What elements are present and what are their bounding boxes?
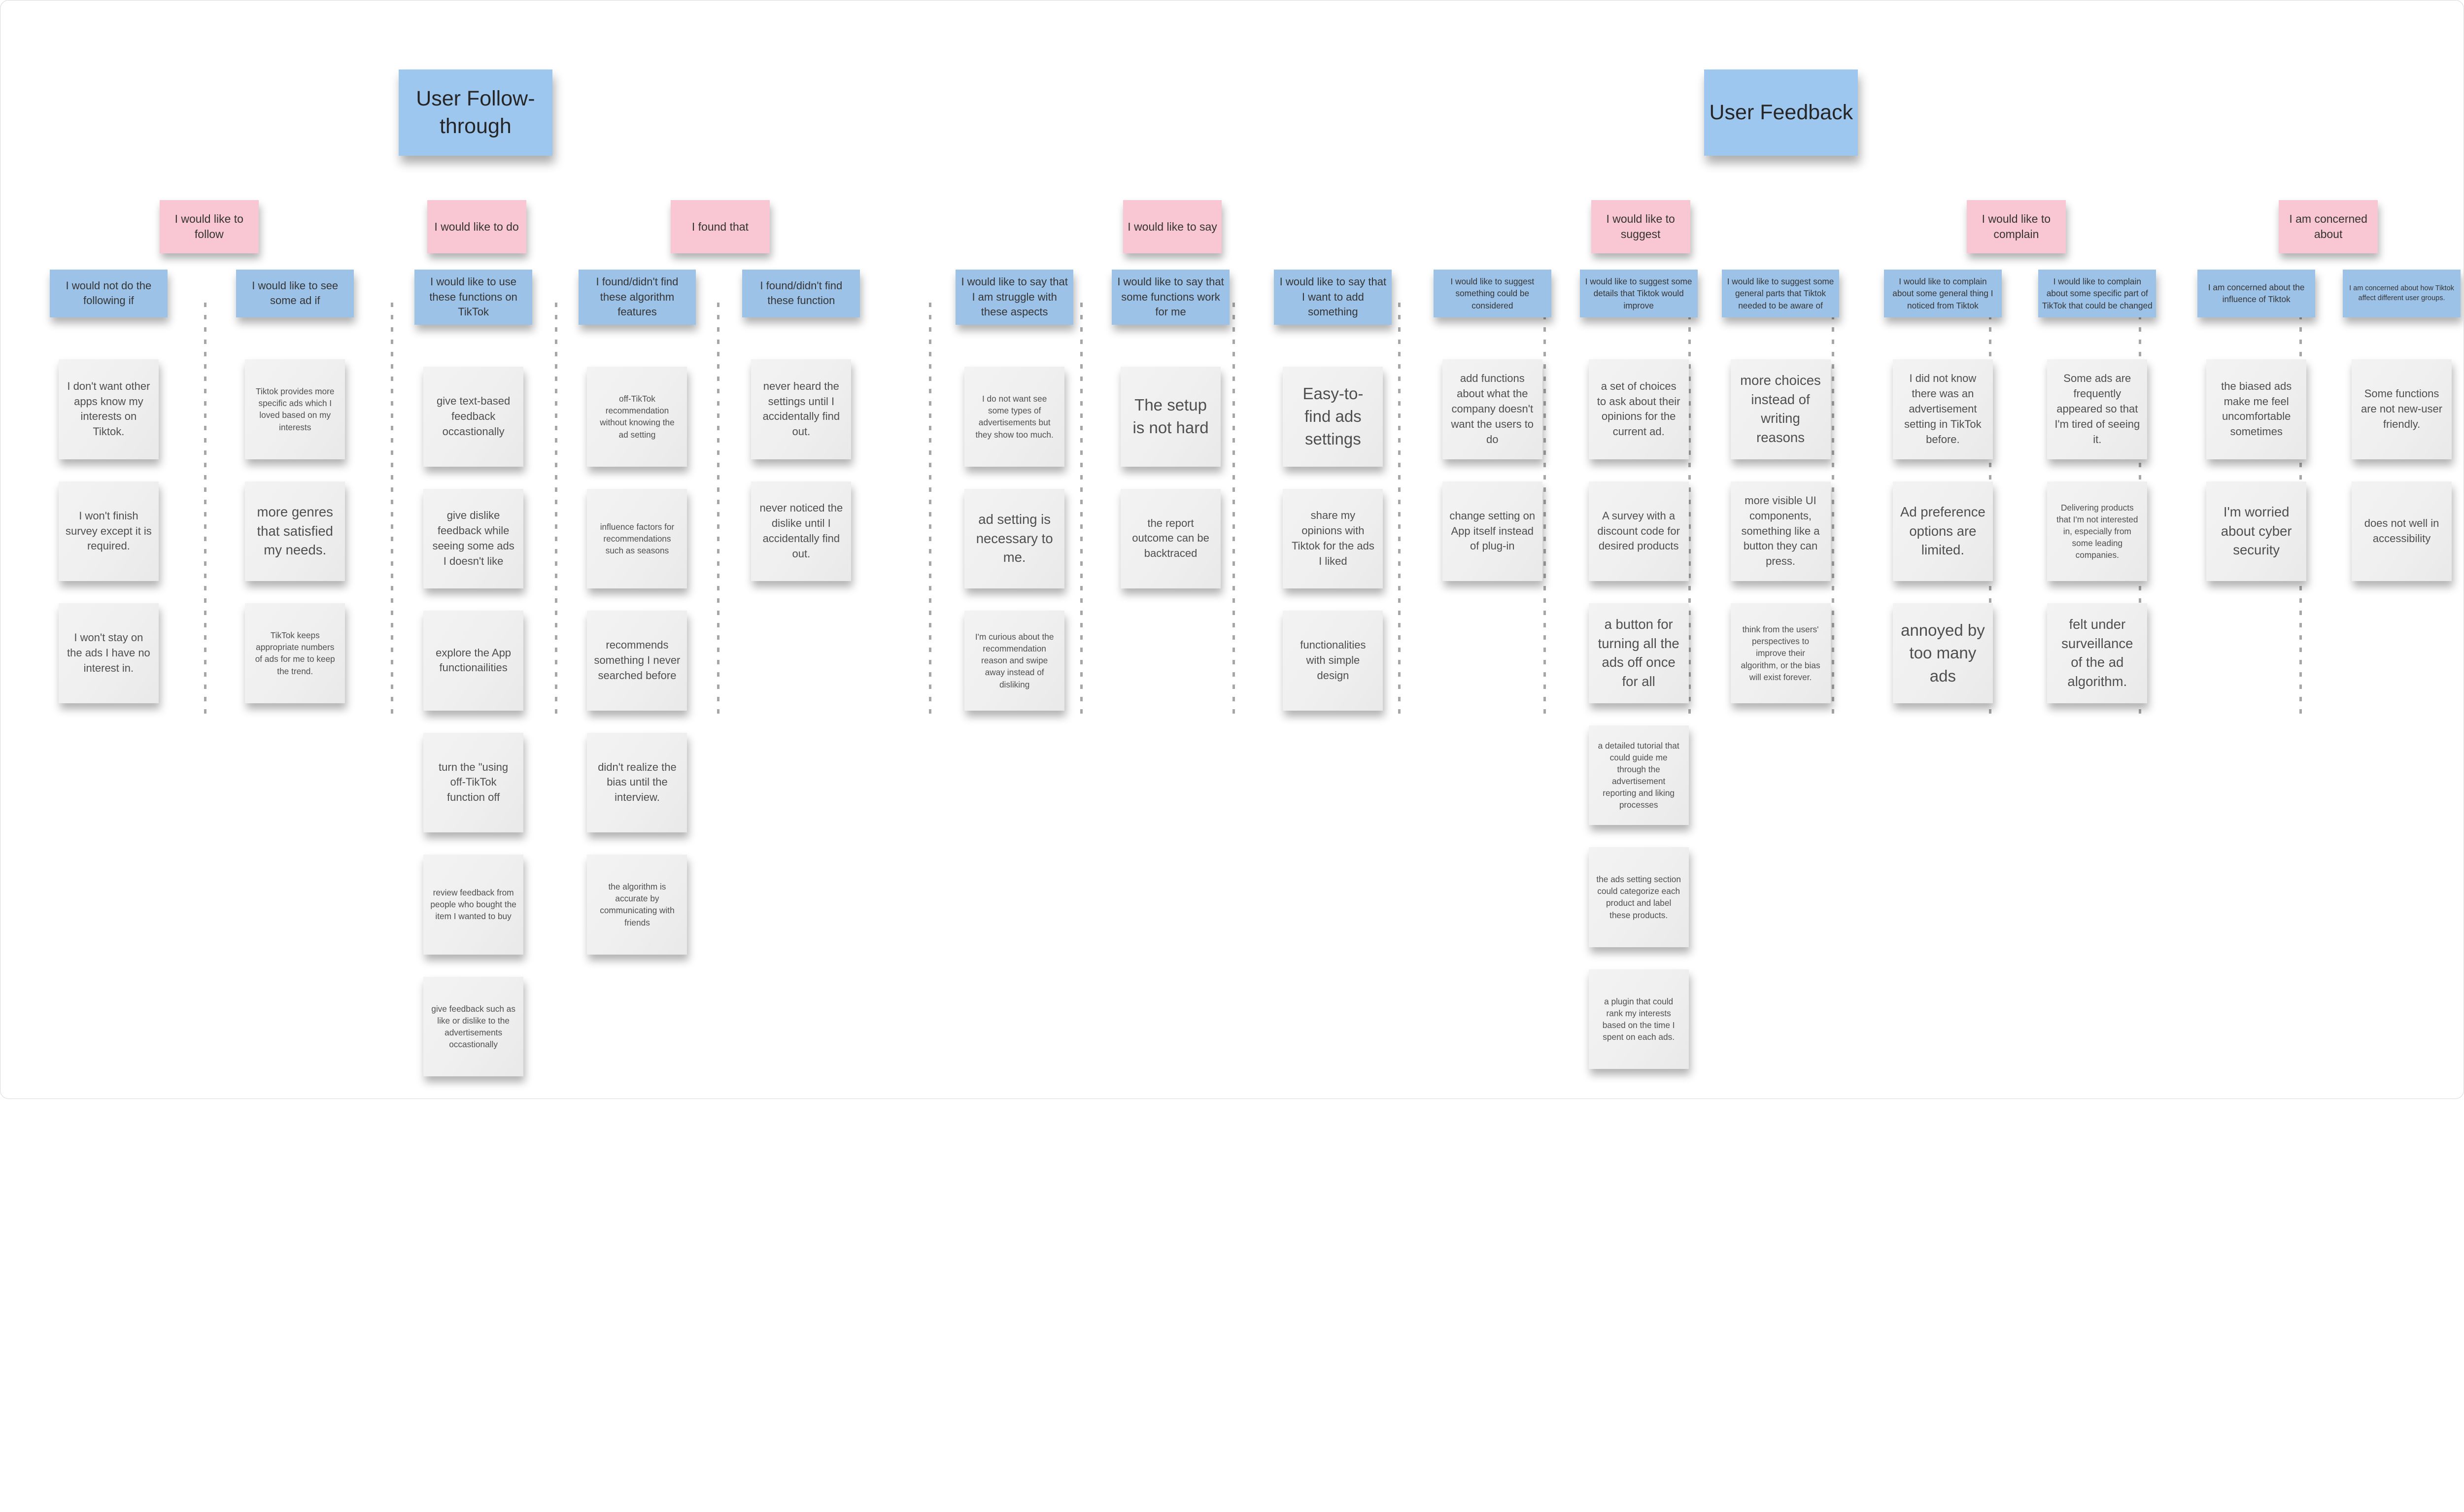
whiteboard-canvas: User Follow-through User Feedback I woul…	[0, 0, 2464, 1099]
sticky-note[interactable]: didn't realize the bias until the interv…	[587, 732, 687, 833]
column-complain-specific: I would like to complain about some spec…	[2038, 269, 2156, 703]
column-suggest-considered: I would like to suggest something could …	[1433, 269, 1551, 582]
column-separator	[1080, 302, 1083, 714]
sticky-note[interactable]: felt under surveillance of the ad algori…	[2047, 603, 2148, 703]
sticky-note[interactable]: give dislike feedback while seeing some …	[423, 488, 524, 589]
sticky-note[interactable]: I'm worried about cyber security	[2206, 481, 2307, 582]
sticky-note[interactable]: share my opinions with Tiktok for the ad…	[1283, 488, 1383, 589]
category-note[interactable]: I would like to suggest some details tha…	[1579, 269, 1698, 318]
category-note[interactable]: I would like to say that I want to add s…	[1274, 269, 1392, 325]
category-note[interactable]: I would like to say that some functions …	[1112, 269, 1230, 325]
sticky-note[interactable]: annoyed by too many ads	[1892, 603, 1993, 703]
sticky-note[interactable]: ad setting is necessary to me.	[964, 488, 1065, 589]
sticky-note[interactable]: Easy-to-find ads settings	[1283, 367, 1383, 467]
category-note[interactable]: I would like to complain about some spec…	[2038, 269, 2156, 318]
column-concerned-influence: I am concerned about the influence of Ti…	[2197, 269, 2316, 582]
sticky-note[interactable]: more choices instead of writing reasons	[1730, 359, 1831, 459]
sticky-note[interactable]: I'm curious about the recommendation rea…	[964, 611, 1065, 711]
column-separator	[554, 302, 557, 714]
sticky-note[interactable]: Ad preference options are limited.	[1892, 481, 1993, 582]
sticky-note[interactable]: a plugin that could rank my interests ba…	[1588, 969, 1689, 1069]
category-note[interactable]: I would like to suggest some general par…	[1721, 269, 1840, 318]
column-concerned-user-groups: I am concerned about how Tiktok affect d…	[2343, 269, 2461, 582]
column-complain-general: I would like to complain about some gene…	[1883, 269, 2002, 703]
sticky-note[interactable]: the ads setting section could categorize…	[1588, 847, 1689, 947]
category-note[interactable]: I would like to use these functions on T…	[414, 269, 533, 325]
column-separator	[928, 302, 931, 714]
sticky-note[interactable]: more visible UI components, something li…	[1730, 481, 1831, 582]
sticky-note[interactable]: Some ads are frequently appeared so that…	[2047, 359, 2148, 459]
category-note[interactable]: I am concerned about how Tiktok affect d…	[2343, 269, 2461, 318]
sticky-note[interactable]: explore the App functionailities	[423, 611, 524, 711]
sticky-note[interactable]: review feedback from people who bought t…	[423, 855, 524, 955]
group-label-complain[interactable]: I would like to complain	[1966, 200, 2066, 253]
category-note[interactable]: I found/didn't find these algorithm feat…	[578, 269, 696, 325]
sticky-note[interactable]: think from the users' perspectives to im…	[1730, 603, 1831, 703]
sticky-note[interactable]: never heard the settings until I acciden…	[751, 359, 852, 459]
sticky-note[interactable]: give text-based feedback occastionally	[423, 367, 524, 467]
category-note[interactable]: I found/didn't find these function	[742, 269, 860, 318]
sticky-note[interactable]: a button for turning all the ads off onc…	[1588, 603, 1689, 703]
sticky-note[interactable]: I won't finish survey except it is requi…	[58, 481, 159, 582]
sticky-note[interactable]: turn the "using off-TikTok function off	[423, 732, 524, 833]
sticky-note[interactable]: recommends something I never searched be…	[587, 611, 687, 711]
sticky-note[interactable]: the biased ads make me feel uncomfortabl…	[2206, 359, 2307, 459]
sticky-note[interactable]: influence factors for recommendations su…	[587, 488, 687, 589]
column-suggest-general: I would like to suggest some general par…	[1721, 269, 1840, 703]
column-separator	[1688, 302, 1691, 714]
column-separator	[1543, 302, 1546, 714]
column-separator	[717, 302, 719, 714]
sticky-note[interactable]: a detailed tutorial that could guide me …	[1588, 725, 1689, 825]
sticky-note[interactable]: Some functions are not new-user friendly…	[2352, 359, 2452, 459]
sticky-note[interactable]: more genres that satisfied my needs.	[245, 481, 345, 582]
sticky-note[interactable]: The setup is not hard	[1121, 367, 1221, 467]
column-suggest-details: I would like to suggest some details tha…	[1579, 269, 1698, 1069]
sticky-note[interactable]: does not well in accessibility	[2352, 481, 2452, 582]
column-separator	[204, 302, 207, 714]
group-label-follow[interactable]: I would like to follow	[159, 200, 259, 253]
group-label-concerned[interactable]: I am concerned about	[2279, 200, 2378, 253]
group-label-found[interactable]: I found that	[670, 200, 770, 253]
sticky-note[interactable]: functionalities with simple design	[1283, 611, 1383, 711]
column-use-functions: I would like to use these functions on T…	[414, 269, 533, 1077]
column-struggle-aspects: I would like to say that I am struggle w…	[956, 269, 1074, 711]
sticky-note[interactable]: I did not know there was an advertisemen…	[1892, 359, 1993, 459]
sticky-note[interactable]: off-TikTok recommendation without knowin…	[587, 367, 687, 467]
sticky-note[interactable]: I won't stay on the ads I have no intere…	[58, 603, 159, 703]
sticky-note[interactable]: Delivering products that I'm not interes…	[2047, 481, 2148, 582]
column-separator	[1232, 302, 1235, 714]
category-note[interactable]: I would like to see some ad if	[236, 269, 354, 318]
group-label-do[interactable]: I would like to do	[427, 200, 526, 253]
column-would-not-do: I would not do the following if I don't …	[49, 269, 168, 703]
category-note[interactable]: I would like to complain about some gene…	[1883, 269, 2002, 318]
sticky-note[interactable]: the report outcome can be backtraced	[1121, 488, 1221, 589]
section-header-user-follow-through[interactable]: User Follow-through	[398, 69, 553, 156]
column-separator	[1831, 302, 1834, 714]
column-separator	[1398, 302, 1401, 714]
sticky-note[interactable]: Tiktok provides more specific ads which …	[245, 359, 345, 459]
group-label-say[interactable]: I would like to say	[1123, 200, 1222, 253]
column-see-some-ad: I would like to see some ad if Tiktok pr…	[236, 269, 354, 703]
sticky-note[interactable]: the algorithm is accurate by communicati…	[587, 855, 687, 955]
sticky-note[interactable]: A survey with a discount code for desire…	[1588, 481, 1689, 582]
sticky-note[interactable]: never noticed the dislike until I accide…	[751, 481, 852, 582]
sticky-note[interactable]: I don't want other apps know my interest…	[58, 359, 159, 459]
category-note[interactable]: I would not do the following if	[49, 269, 168, 318]
category-note[interactable]: I would like to say that I am struggle w…	[956, 269, 1074, 325]
sticky-note[interactable]: change setting on App itself instead of …	[1442, 481, 1542, 582]
sticky-note[interactable]: give feedback such as like or dislike to…	[423, 976, 524, 1077]
column-algorithm-features: I found/didn't find these algorithm feat…	[578, 269, 696, 955]
category-note[interactable]: I would like to suggest something could …	[1433, 269, 1551, 318]
column-functions-work: I would like to say that some functions …	[1112, 269, 1230, 589]
sticky-note[interactable]: TikTok keeps appropriate numbers of ads …	[245, 603, 345, 703]
group-label-suggest[interactable]: I would like to suggest	[1591, 200, 1690, 253]
column-separator	[390, 302, 393, 714]
category-note[interactable]: I am concerned about the influence of Ti…	[2197, 269, 2316, 318]
column-found-function: I found/didn't find these function never…	[742, 269, 860, 582]
column-add-something: I would like to say that I want to add s…	[1274, 269, 1392, 711]
section-header-user-feedback[interactable]: User Feedback	[1704, 69, 1858, 156]
sticky-note[interactable]: add functions about what the company doe…	[1442, 359, 1542, 459]
sticky-note[interactable]: I do not want see some types of advertis…	[964, 367, 1065, 467]
sticky-note[interactable]: a set of choices to ask about their opin…	[1588, 359, 1689, 459]
